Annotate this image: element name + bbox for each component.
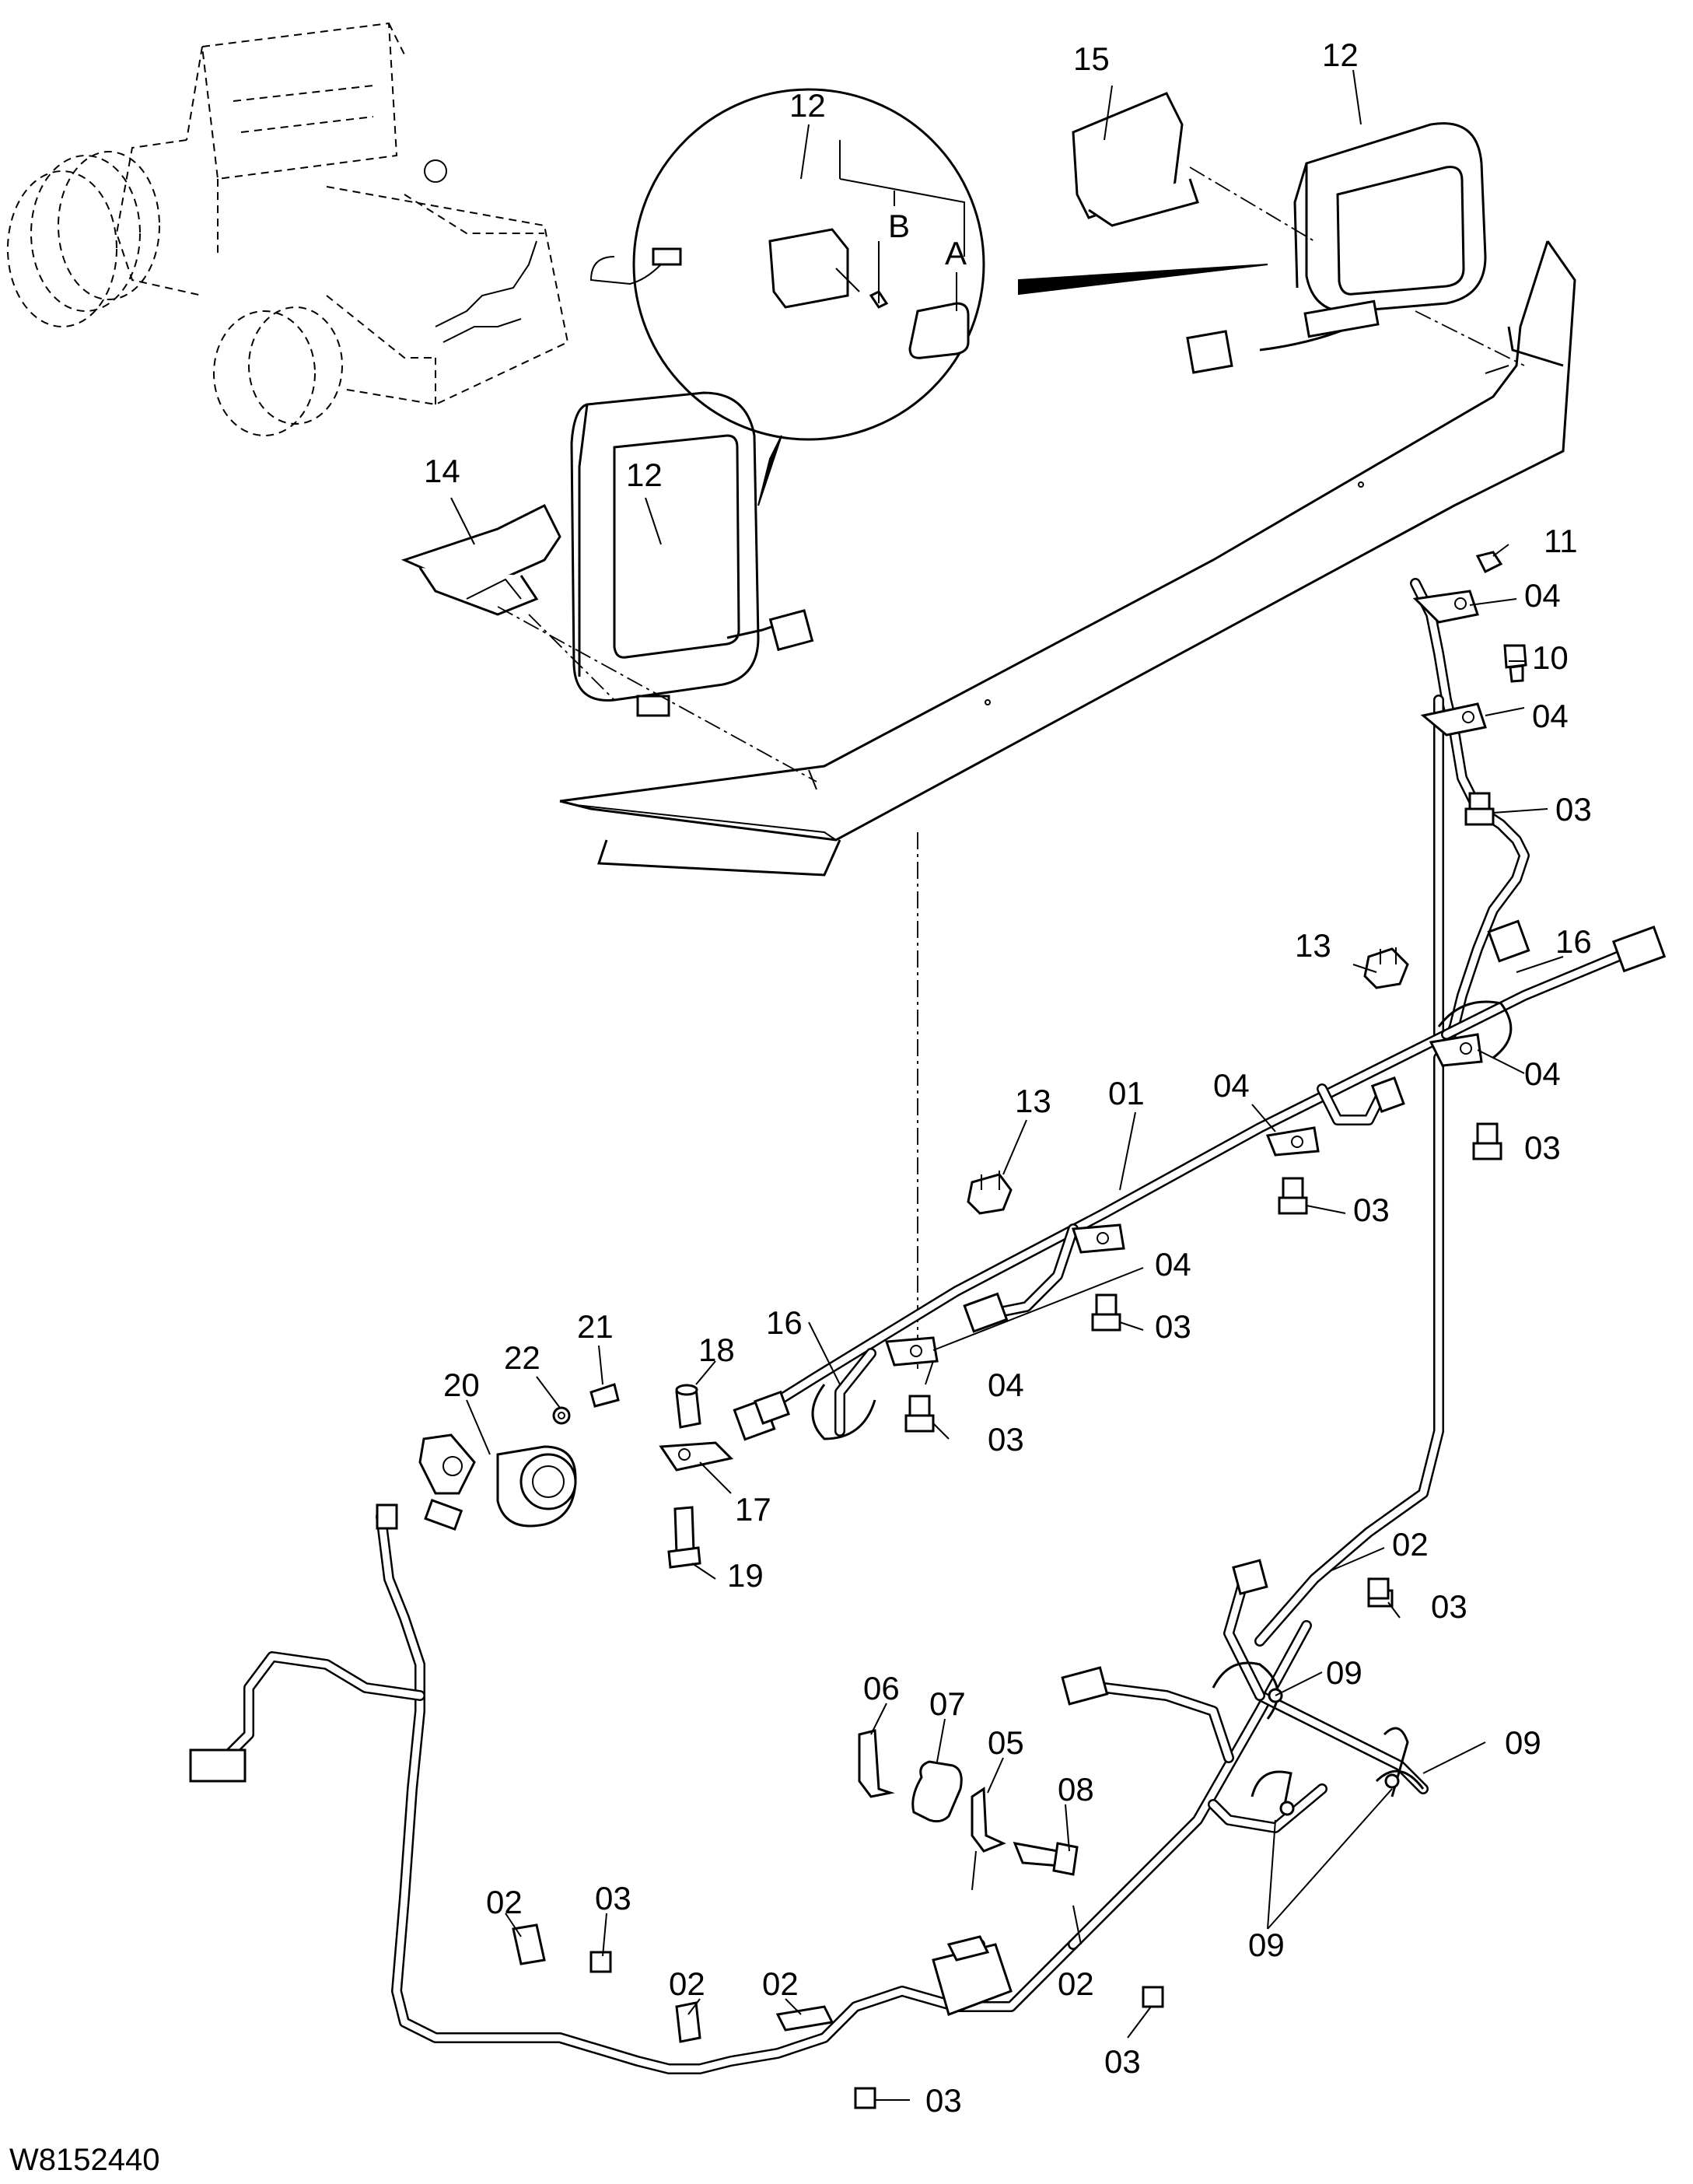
callout-15: 15 xyxy=(1073,40,1110,77)
detail-circle xyxy=(589,88,1268,506)
bracket-14 xyxy=(401,503,561,616)
callout-A: A xyxy=(945,235,967,271)
callout-11: 11 xyxy=(1544,523,1578,559)
callout-12: 12 xyxy=(1322,37,1359,73)
callout-18: 18 xyxy=(698,1332,735,1368)
callout-22: 22 xyxy=(504,1339,540,1376)
callout-03: 03 xyxy=(595,1880,631,1916)
callout-06: 06 xyxy=(863,1670,900,1706)
callout-03: 03 xyxy=(988,1421,1024,1458)
callout-10: 10 xyxy=(1532,639,1569,676)
callout-04: 04 xyxy=(1524,1055,1561,1092)
callout-13: 13 xyxy=(1295,927,1331,964)
callout-04: 04 xyxy=(988,1367,1024,1403)
callout-16: 16 xyxy=(1555,923,1592,960)
callout-03: 03 xyxy=(1524,1129,1561,1166)
callout-17: 17 xyxy=(735,1491,771,1528)
clips-13 xyxy=(967,947,1409,1215)
callout-04: 04 xyxy=(1213,1067,1250,1104)
callout-03: 03 xyxy=(1431,1588,1467,1625)
callout-04: 04 xyxy=(1532,698,1569,734)
callout-09: 09 xyxy=(1326,1654,1362,1691)
callout-03: 03 xyxy=(1555,791,1592,828)
screws xyxy=(904,551,1527,1608)
callout-01: 01 xyxy=(1108,1075,1145,1111)
bracket-15 xyxy=(1072,92,1199,227)
clamps-04 xyxy=(884,590,1487,1367)
callout-03: 03 xyxy=(1155,1308,1191,1345)
callout-08: 08 xyxy=(1058,1771,1094,1808)
callout-04: 04 xyxy=(1155,1246,1191,1283)
callout-12: 12 xyxy=(626,457,663,493)
callout-03: 03 xyxy=(1104,2043,1141,2080)
bracket-part-group xyxy=(418,1383,734,1569)
callout-20: 20 xyxy=(443,1367,480,1403)
tractor-location-thumbnail xyxy=(7,22,569,436)
callout-02: 02 xyxy=(486,1884,523,1920)
callout-19: 19 xyxy=(727,1557,764,1594)
callout-09: 09 xyxy=(1248,1927,1285,1963)
callout-14: 14 xyxy=(424,453,460,489)
harness-01 xyxy=(733,578,1667,1647)
callout-03: 03 xyxy=(925,2082,962,2119)
callout-labels: 12 15 12 B A 14 12 11 04 10 04 03 13 16 … xyxy=(424,37,1592,2119)
callout-07: 07 xyxy=(929,1685,966,1722)
callout-16: 16 xyxy=(766,1304,803,1341)
mounting-parts xyxy=(858,1729,1079,1891)
callout-12: 12 xyxy=(789,87,826,124)
harness-lower xyxy=(189,1499,1429,2109)
callout-05: 05 xyxy=(988,1724,1024,1761)
callout-02: 02 xyxy=(669,1965,705,2002)
callout-02: 02 xyxy=(762,1965,799,2002)
callout-03: 03 xyxy=(1353,1192,1390,1228)
callout-13: 13 xyxy=(1015,1083,1051,1119)
projection-lines xyxy=(497,166,1525,1369)
callout-09: 09 xyxy=(1505,1724,1541,1761)
callout-02: 02 xyxy=(1058,1965,1094,2002)
figure-id: W8152440 xyxy=(9,2143,159,2177)
work-light-right xyxy=(1186,122,1487,374)
callout-02: 02 xyxy=(1392,1526,1429,1563)
work-light-left xyxy=(570,391,814,717)
callout-21: 21 xyxy=(577,1308,614,1345)
callout-04: 04 xyxy=(1524,577,1561,614)
leader-lines xyxy=(450,69,1564,2101)
callout-B: B xyxy=(888,208,910,244)
